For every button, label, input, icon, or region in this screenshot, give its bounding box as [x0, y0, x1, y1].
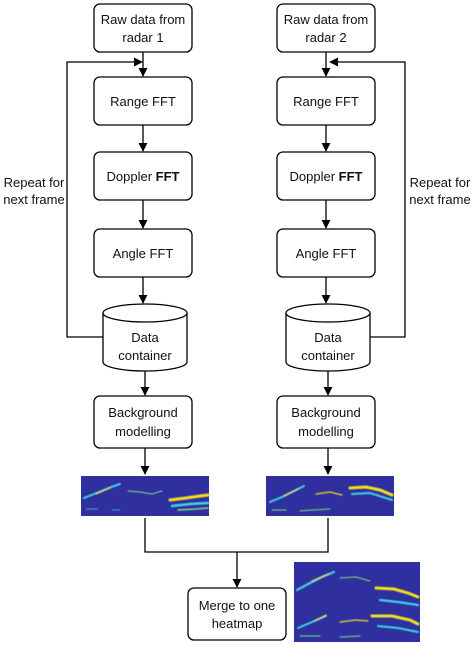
- right-heatmap: [266, 476, 394, 516]
- left-background-label-1: Background: [108, 405, 177, 420]
- left-range-fft-label: Range FFT: [110, 94, 176, 109]
- left-data-container-label-2: container: [118, 348, 172, 363]
- right-loop-label-1: Repeat for: [410, 175, 471, 190]
- left-raw-data-label-2: radar 1: [122, 30, 163, 45]
- left-data-container-cylinder: [102, 303, 188, 372]
- merge-box: [187, 587, 287, 641]
- left-data-container-label-1: Data: [131, 330, 159, 345]
- left-heatmap: [81, 476, 210, 516]
- left-background-label-2: modelling: [115, 424, 171, 439]
- right-data-container-label-2: container: [301, 348, 355, 363]
- right-background-label-1: Background: [291, 405, 360, 420]
- right-data-container-label-1: Data: [314, 330, 342, 345]
- left-pipeline: Raw data from radar 1 Range FFT Doppler …: [3, 3, 193, 475]
- right-doppler-fft-label: Doppler FFT: [290, 169, 363, 184]
- left-background-box: [93, 395, 193, 449]
- right-data-container-cylinder: [285, 303, 371, 372]
- right-raw-data-label-2: radar 2: [305, 30, 346, 45]
- merge-label-2: heatmap: [212, 616, 263, 631]
- left-feedback-loop: [66, 57, 143, 338]
- right-arrows: [321, 52, 406, 475]
- merge-label-1: Merge to one: [199, 598, 276, 613]
- right-feedback-loop: [329, 57, 406, 338]
- right-background-box: [276, 395, 376, 449]
- left-raw-data-label-1: Raw data from: [101, 12, 186, 27]
- merge-join-line: [144, 518, 329, 553]
- right-background-label-2: modelling: [298, 424, 354, 439]
- right-range-fft-label: Range FFT: [293, 94, 359, 109]
- right-loop-label-2: next frame: [409, 192, 470, 207]
- left-arrows: [66, 52, 150, 475]
- left-angle-fft-label: Angle FFT: [113, 246, 174, 261]
- merge-connector: [144, 518, 329, 588]
- right-angle-fft-label: Angle FFT: [296, 246, 357, 261]
- left-doppler-fft-label: Doppler FFT: [107, 169, 180, 184]
- left-loop-label-2: next frame: [3, 192, 64, 207]
- right-raw-data-label-1: Raw data from: [284, 12, 369, 27]
- right-pipeline: Raw data from radar 2 Range FFT Doppler …: [276, 3, 471, 475]
- merged-heatmap: [294, 562, 420, 642]
- left-loop-label-1: Repeat for: [4, 175, 65, 190]
